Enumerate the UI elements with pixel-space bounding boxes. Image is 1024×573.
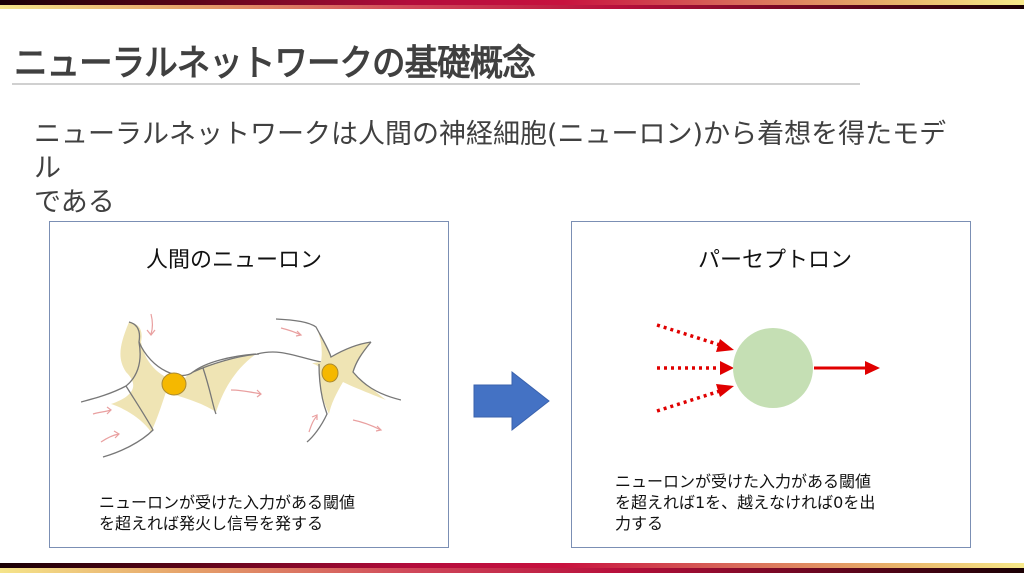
perceptron-node-icon: [656, 323, 880, 413]
perceptron-caption-line-1: ニューロンが受けた入力がある閾値: [615, 472, 872, 491]
top-decorative-band: [0, 0, 1024, 5]
bottom-decorative-band-secondary: [0, 568, 1024, 573]
intro-text: ニューラルネットワークは人間の神経細胞(ニューロン)から着想を得たモデル である: [34, 118, 964, 220]
human-neuron-title: 人間のニューロン: [146, 248, 323, 273]
human-neuron-caption: ニューロンが受けた入力がある閾値 を超えれば発火し信号を発する: [99, 492, 419, 534]
right-arrow-icon: [473, 370, 550, 432]
human-neuron-panel: 人間のニューロン: [49, 221, 449, 548]
perceptron-panel: パーセプトロン ニューロンが受けた入力がある閾値 を超えれば1を、越えなければ0…: [571, 221, 971, 548]
human-neuron-caption-line-1: ニューロンが受けた入力がある閾値: [99, 493, 356, 512]
human-neuron-caption-line-2: を超えれば発火し信号を発する: [99, 514, 324, 533]
slide-title: ニューラルネットワークの基礎概念: [14, 43, 536, 84]
intro-line-1: ニューラルネットワークは人間の神経細胞(ニューロン)から着想を得たモデル: [34, 119, 947, 184]
perceptron-title: パーセプトロン: [698, 248, 853, 273]
perceptron-caption-line-3: 力する: [615, 514, 664, 533]
perceptron-caption-line-2: を超えれば1を、越えなければ0を出: [615, 493, 876, 512]
intro-line-2: である: [34, 187, 115, 218]
bottom-decorative-band: [0, 563, 1024, 568]
perceptron-caption: ニューロンが受けた入力がある閾値 を超えれば1を、越えなければ0を出 力する: [615, 471, 945, 534]
top-decorative-band-secondary: [0, 5, 1024, 9]
neuron-cells-icon: [81, 313, 401, 458]
title-divider: [12, 83, 860, 85]
